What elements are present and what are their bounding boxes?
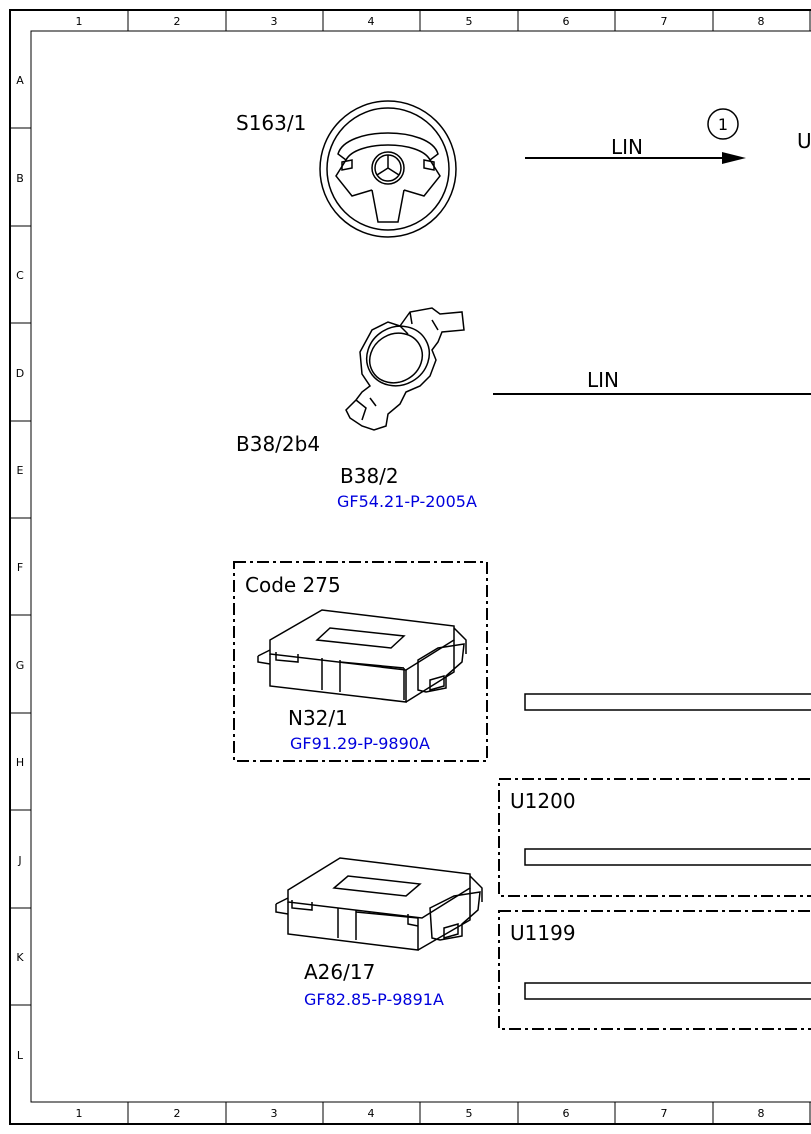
variant-label-u1199: U1199	[510, 921, 576, 945]
grid-row-label: F	[17, 561, 23, 574]
grid-col-label: 1	[76, 15, 83, 28]
control-unit-icon	[257, 609, 467, 703]
reference-marker-circle	[707, 108, 739, 140]
grid-col-label: 8	[758, 1107, 765, 1120]
variant-box-u1200	[498, 778, 811, 897]
grid-row-label: E	[17, 464, 24, 477]
grid-col-label: 2	[174, 1107, 181, 1120]
grid-column-labels-bottom: 1 2 3 4 5 6 7 8	[76, 1107, 765, 1120]
variant-box-u1199	[498, 910, 811, 1030]
grid-row-label: B	[16, 172, 24, 185]
grid-col-label: 6	[563, 1107, 570, 1120]
grid-col-label: 8	[758, 15, 765, 28]
grid-col-label: 1	[76, 1107, 83, 1120]
rain-light-sensor-label: B38/2b4	[236, 432, 320, 456]
grid-col-label: 3	[271, 15, 278, 28]
n32-label: N32/1	[288, 706, 348, 730]
grid-col-label: 7	[661, 15, 668, 28]
sensor-reference-link[interactable]: GF54.21-P-2005A	[337, 492, 477, 511]
steering-wheel-icon	[319, 100, 457, 238]
grid-row-label: J	[17, 854, 21, 867]
grid-row-label: D	[16, 367, 24, 380]
grid-col-label: 5	[466, 15, 473, 28]
optional-equipment-box	[233, 561, 488, 762]
grid-col-label: 4	[368, 15, 375, 28]
arrow-right-icon	[722, 152, 746, 164]
grid-col-label: 6	[563, 15, 570, 28]
lin-label: LIN	[587, 368, 619, 392]
grid-col-label: 4	[368, 1107, 375, 1120]
grid-row-label: G	[16, 659, 25, 672]
control-unit-icon	[275, 857, 483, 951]
rain-light-sensor-icon	[345, 307, 465, 431]
grid-row-label: L	[17, 1049, 24, 1062]
sensor-group-label: B38/2	[340, 464, 399, 488]
grid-row-label: C	[16, 269, 24, 282]
grid-row-label: A	[16, 74, 24, 87]
grid-column-labels-top: 1 2 3 4 5 6 7 8	[76, 15, 765, 28]
grid-row-labels: A B C D E F G H J K L	[16, 74, 25, 1062]
connector-bar	[524, 693, 811, 711]
a26-reference-link[interactable]: GF82.85-P-9891A	[304, 990, 444, 1009]
grid-row-label: H	[16, 756, 24, 769]
grid-col-label: 3	[271, 1107, 278, 1120]
reference-marker-number: 1	[718, 115, 728, 134]
variant-label-u1200: U1200	[510, 789, 576, 813]
grid-col-label: 5	[466, 1107, 473, 1120]
code-label: Code 275	[245, 573, 341, 597]
lin-connection-middle: LIN	[493, 368, 811, 395]
lin-connection-top: LIN 1 U	[525, 108, 811, 164]
grid-col-label: 7	[661, 1107, 668, 1120]
steering-wheel-label: S163/1	[236, 111, 306, 135]
grid-row-label: K	[16, 951, 24, 964]
connector-bar	[524, 982, 811, 1000]
connector-bar	[524, 848, 811, 866]
n32-reference-link[interactable]: GF91.29-P-9890A	[290, 734, 430, 753]
grid-col-label: 2	[174, 15, 181, 28]
a26-label: A26/17	[304, 960, 375, 984]
cut-off-label: U	[797, 129, 811, 153]
lin-label: LIN	[611, 135, 643, 159]
sheet-frame	[9, 9, 811, 1125]
